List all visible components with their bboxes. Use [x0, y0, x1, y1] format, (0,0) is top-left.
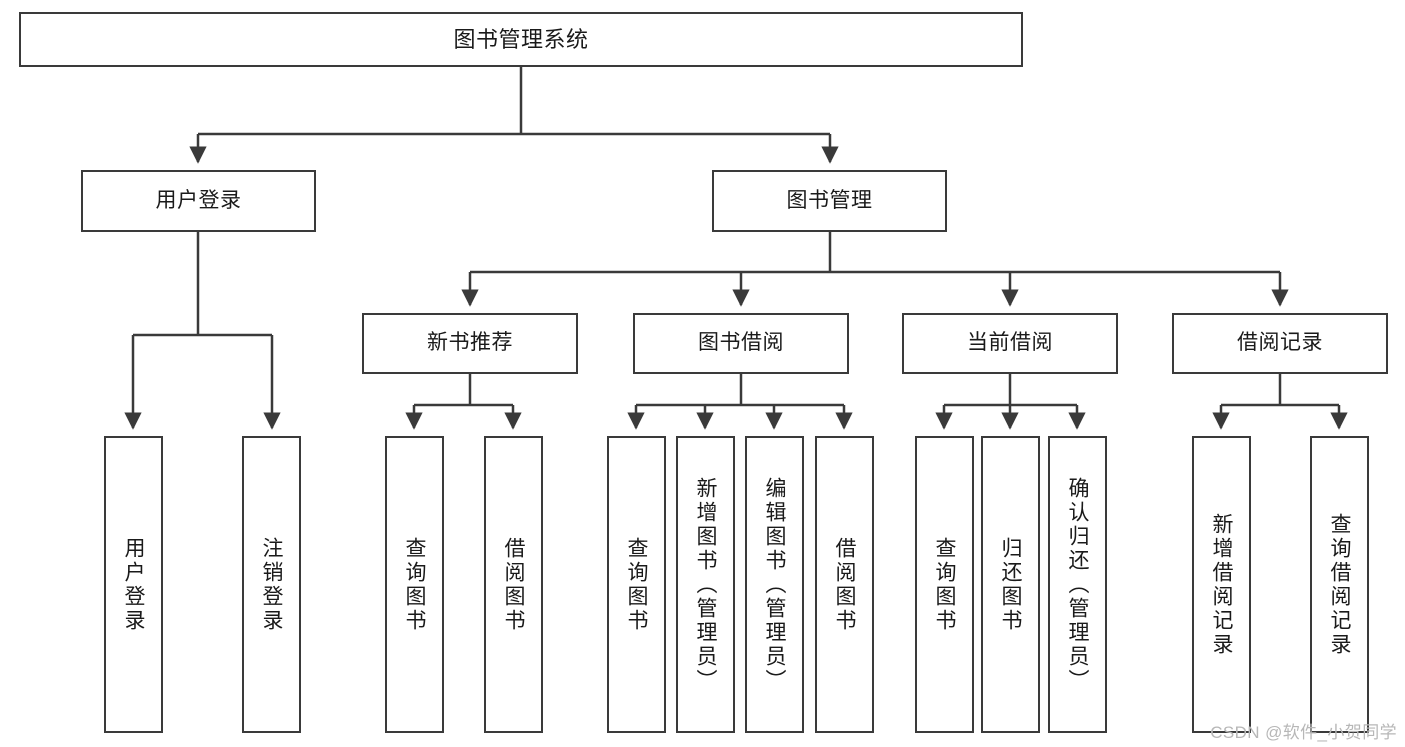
node-label: 用户登录 — [155, 188, 242, 212]
node-book-management[interactable]: 图书管理 — [712, 170, 947, 232]
node-label: 查询图书 — [625, 536, 648, 633]
node-label: 查询图书 — [403, 536, 426, 633]
node-label: 图书管理系统 — [453, 26, 589, 52]
leaf-records-add-record[interactable]: 新增借阅记录 — [1192, 436, 1251, 733]
node-new-book-recommend[interactable]: 新书推荐 — [362, 313, 578, 374]
node-borrow-records[interactable]: 借阅记录 — [1172, 313, 1388, 374]
node-label: 借阅图书 — [833, 536, 856, 633]
node-label: 当前借阅 — [967, 331, 1053, 355]
leaf-borrow-query-book[interactable]: 查询图书 — [607, 436, 666, 733]
leaf-borrow-borrow-book[interactable]: 借阅图书 — [815, 436, 874, 733]
node-label: 借阅图书 — [502, 536, 525, 633]
leaf-newbook-borrow-book[interactable]: 借阅图书 — [484, 436, 543, 733]
leaf-current-confirm-return-admin[interactable]: 确认归还（管理员） — [1048, 436, 1107, 733]
node-book-borrow[interactable]: 图书借阅 — [633, 313, 849, 374]
node-label: 归还图书 — [999, 536, 1022, 633]
node-current-borrow[interactable]: 当前借阅 — [902, 313, 1118, 374]
leaf-newbook-query-book[interactable]: 查询图书 — [385, 436, 444, 733]
node-label: 图书管理 — [786, 188, 873, 212]
node-label: 注销登录 — [260, 536, 283, 633]
node-label: 新增图书（管理员） — [694, 476, 717, 693]
node-user-login[interactable]: 用户登录 — [81, 170, 316, 232]
leaf-current-query-book[interactable]: 查询图书 — [915, 436, 974, 733]
node-label: 新书推荐 — [427, 331, 513, 355]
leaf-user-login[interactable]: 用户登录 — [104, 436, 163, 733]
node-label: 编辑图书（管理员） — [763, 476, 786, 693]
leaf-borrow-edit-book-admin[interactable]: 编辑图书（管理员） — [745, 436, 804, 733]
leaf-records-query-record[interactable]: 查询借阅记录 — [1310, 436, 1369, 733]
leaf-current-return-book[interactable]: 归还图书 — [981, 436, 1040, 733]
node-label: 新增借阅记录 — [1210, 512, 1233, 657]
csdn-watermark: CSDN @软件_小贺同学 — [1210, 723, 1397, 742]
node-label: 借阅记录 — [1237, 331, 1323, 355]
node-label: 图书借阅 — [698, 331, 784, 355]
node-label: 确认归还（管理员） — [1066, 476, 1089, 693]
node-label: 用户登录 — [122, 536, 145, 633]
leaf-user-logout[interactable]: 注销登录 — [242, 436, 301, 733]
node-root-system[interactable]: 图书管理系统 — [19, 12, 1023, 67]
leaf-borrow-add-book-admin[interactable]: 新增图书（管理员） — [676, 436, 735, 733]
node-label: 查询借阅记录 — [1328, 512, 1351, 657]
node-label: 查询图书 — [933, 536, 956, 633]
